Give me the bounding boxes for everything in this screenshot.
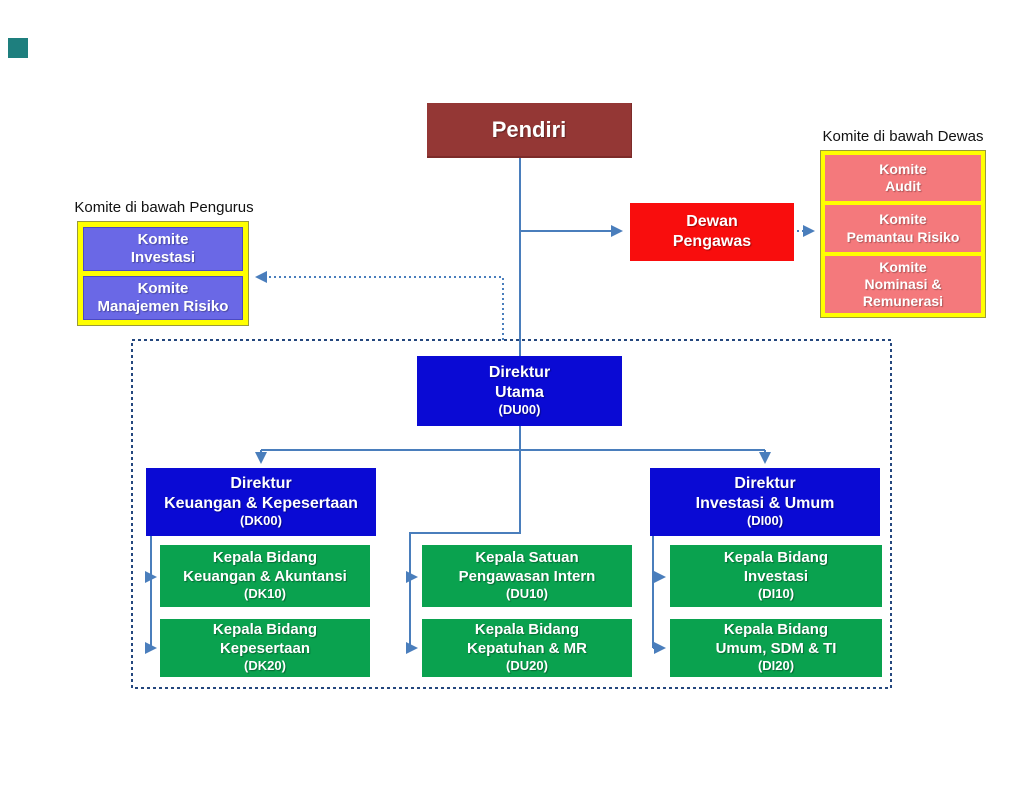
node-du10-code: (DU10) (506, 585, 548, 601)
caption-komite-pengurus: Komite di bawah Pengurus (74, 199, 254, 216)
node-pendiri: Pendiri (427, 103, 632, 158)
node-di10-code: (DI10) (757, 585, 795, 601)
node-pendiri-label: Pendiri (491, 116, 567, 142)
line-du-units-spine (409, 450, 521, 648)
caption-komite-dewas: Komite di bawah Dewas (822, 128, 984, 145)
node-di20-code: (DI20) (757, 657, 795, 673)
node-direktur-utama-code: (DU00) (498, 402, 541, 418)
node-direktur-keuangan-code: (DK00) (240, 513, 282, 529)
dotted-arrow-to-pengurus-committees (255, 271, 504, 340)
management-boundary-dashed-box (131, 339, 892, 689)
corner-mark-square (8, 38, 28, 58)
node-dk10-code: (DK10) (244, 585, 286, 601)
node-direktur-investasi-code: (DI00) (746, 513, 784, 529)
node-du20-code: (DU20) (506, 657, 548, 673)
node-dk20-code: (DK20) (244, 657, 286, 673)
